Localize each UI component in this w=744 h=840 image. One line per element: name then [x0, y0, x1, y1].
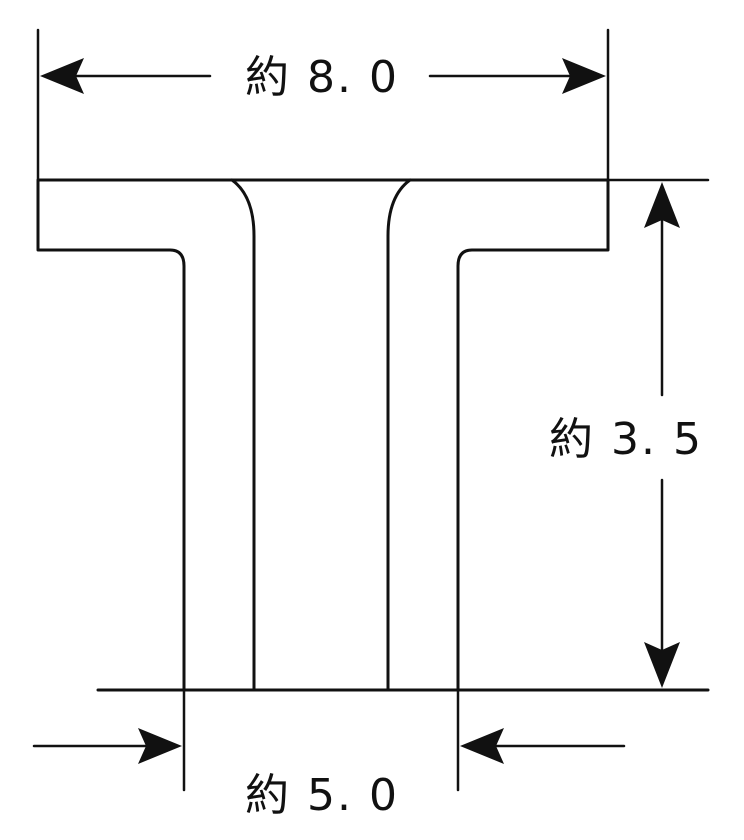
top-width-label: 約 8. 0 — [245, 52, 399, 103]
top-width-arrow-right — [562, 58, 606, 94]
top-width-arrow-left — [40, 58, 84, 94]
t-profile-outline — [36, 178, 610, 692]
bottom-width-arrow-right — [460, 728, 504, 764]
height-label: 約 3. 5 — [549, 414, 703, 465]
height-arrow-bottom — [644, 642, 680, 688]
bottom-width-arrow-left — [138, 728, 182, 764]
inner-bore-left — [230, 178, 256, 692]
height-arrow-top — [644, 182, 680, 228]
bottom-width-label: 約 5. 0 — [245, 770, 399, 821]
inner-bore-right — [386, 178, 412, 692]
